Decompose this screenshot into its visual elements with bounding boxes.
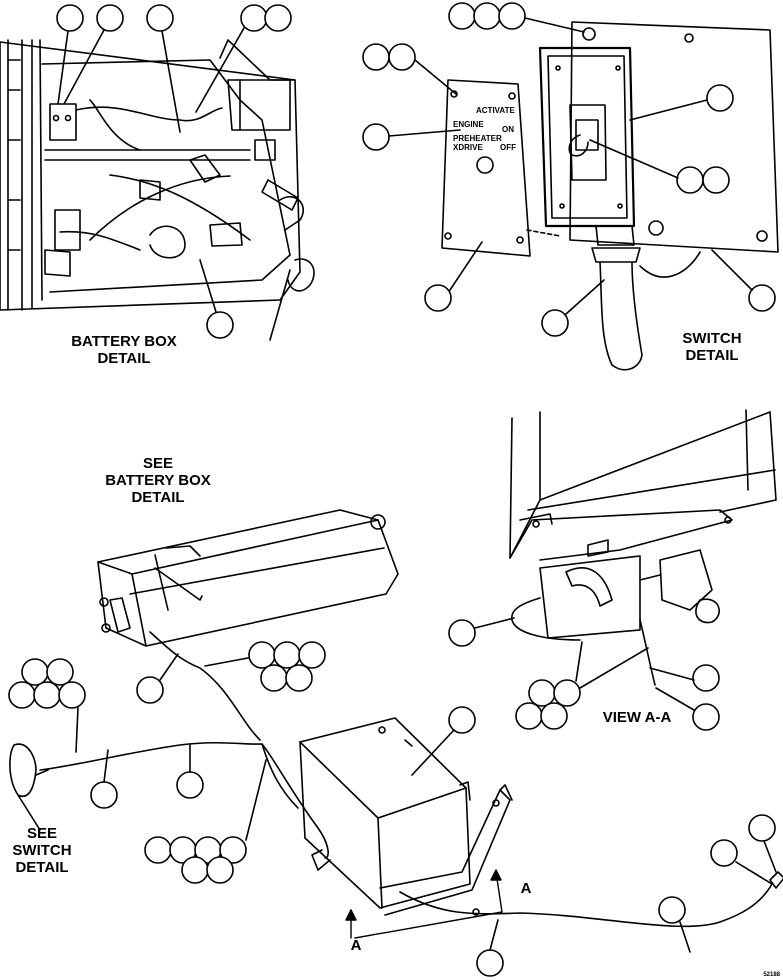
plate-on: ON xyxy=(502,125,514,134)
battery-box-leaders xyxy=(57,27,245,313)
plate-activate: ACTIVATE xyxy=(476,106,515,115)
battery-assembly-callouts xyxy=(136,641,326,704)
switch-callouts xyxy=(362,2,776,337)
see-battery-line-2: BATTERY BOX xyxy=(105,472,211,489)
battery-box-detail-drawing xyxy=(0,39,315,341)
heater-callouts xyxy=(448,706,476,734)
plate-text: ACTIVATE ENGINE ON PREHEATER OFF XDRIVE xyxy=(453,106,516,152)
view-aa-callouts xyxy=(448,619,720,731)
section-arrow-a-left: A xyxy=(350,937,362,954)
switch-leaders xyxy=(388,17,753,315)
switch-detail-drawing xyxy=(441,21,779,371)
view-aa-label: VIEW A-A xyxy=(602,709,672,726)
see-switch-line-1: SEE xyxy=(26,825,57,842)
see-switch-line-2: SWITCH xyxy=(12,842,72,859)
section-arrow-a-right: A xyxy=(520,880,532,897)
battery-box-detail-line-2: DETAIL xyxy=(97,350,151,367)
heater-box xyxy=(299,717,513,916)
view-aa-drawing xyxy=(509,409,777,686)
plate-off: OFF xyxy=(500,143,516,152)
plate-engine: ENGINE xyxy=(453,120,484,129)
battery-assembly-leaders xyxy=(159,653,249,681)
battery-box-detail-line-1: BATTERY BOX xyxy=(71,333,177,350)
heater-leaders xyxy=(411,729,455,776)
wiring-harness xyxy=(9,741,783,928)
plate-preheater: PREHEATER xyxy=(453,134,502,143)
switch-detail-line-1: SWITCH xyxy=(682,330,742,347)
see-switch-line-3: DETAIL xyxy=(15,859,69,876)
plate-xdrive: XDRIVE xyxy=(453,143,483,152)
battery-box-assembly xyxy=(97,509,399,741)
harness-callouts xyxy=(8,658,776,977)
switch-detail-label: SWITCH DETAIL xyxy=(672,330,752,364)
battery-box-detail-label: BATTERY BOX DETAIL xyxy=(64,333,184,367)
harness-leaders xyxy=(17,707,777,953)
see-battery-line-1: SEE xyxy=(142,455,173,472)
see-battery-line-3: DETAIL xyxy=(131,489,185,506)
section-arrows xyxy=(345,869,503,939)
see-battery-box-detail-label: SEE BATTERY BOX DETAIL xyxy=(98,455,218,506)
see-switch-detail-label: SEE SWITCH DETAIL xyxy=(2,825,82,876)
view-aa-leaders xyxy=(474,617,695,711)
switch-detail-line-2: DETAIL xyxy=(685,347,739,364)
battery-box-callouts xyxy=(56,4,292,339)
figure-number: 52188 xyxy=(763,972,780,978)
